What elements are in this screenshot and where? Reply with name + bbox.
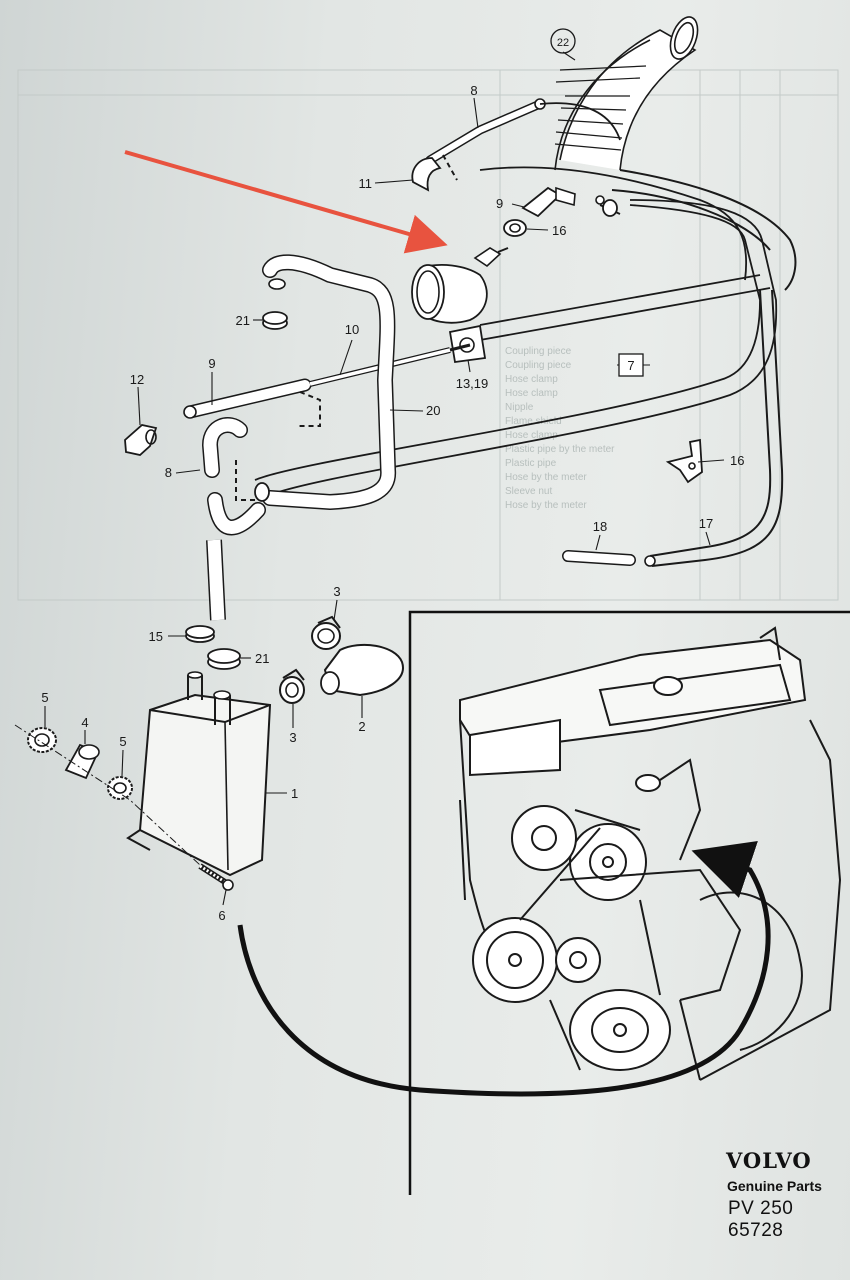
engine-illustration <box>459 626 842 1081</box>
volvo-logo-text: VOLVO <box>726 1148 812 1173</box>
bleed-text-line: Hose clamp <box>505 388 558 399</box>
callout-3-lower: 3 <box>289 730 296 745</box>
callout-21-lower: 21 <box>255 651 269 666</box>
pipe-11 <box>183 378 312 419</box>
hose-18 <box>649 289 784 567</box>
tee-fitting-9 <box>521 186 605 218</box>
hose-clamp-3-lower <box>279 668 305 704</box>
leader-lines <box>44 51 725 906</box>
callout-16-top: 16 <box>552 223 566 238</box>
sleeve-coupling <box>411 264 488 324</box>
bracket-17 <box>665 438 703 484</box>
bleed-text-line: Hose by the meter <box>505 500 587 511</box>
bleed-text-line: Plastic pipe <box>505 458 557 469</box>
ring-21-upper <box>262 311 288 330</box>
callout-12: 10 <box>345 322 359 337</box>
location-pointer-arrow <box>237 841 771 1097</box>
elbow-13-19 <box>411 157 442 192</box>
callout-11: 9 <box>208 356 215 371</box>
oil-trap-1 <box>126 671 272 877</box>
callout-8: 8 <box>165 465 172 480</box>
hose-19 <box>562 550 656 567</box>
callout-13-19: 11 <box>359 176 373 191</box>
clamp-15 <box>429 324 487 364</box>
callout-1: 1 <box>291 786 298 801</box>
callout-9: 9 <box>496 196 503 211</box>
red-annotation-arrow <box>124 150 448 254</box>
ring-21-lower <box>207 648 241 670</box>
background-table-grid <box>17 69 839 601</box>
callout-5-right: 5 <box>119 734 126 749</box>
callout-10: 8 <box>470 83 477 98</box>
bleed-text-line: Plastic pipe by the meter <box>505 444 615 455</box>
callout-circle-22 <box>550 28 576 54</box>
callout-6: 6 <box>218 908 225 923</box>
bleed-text-line: Hose by the meter <box>505 472 587 483</box>
callout-4: 4 <box>81 715 88 730</box>
elbow-14 <box>124 424 158 456</box>
bleed-text-line: Nipple <box>505 402 534 413</box>
document-number: PV 250 65728 <box>728 1198 794 1241</box>
callout-16-lower: 15 <box>149 629 163 644</box>
callout-22: 22 <box>557 37 569 49</box>
hose-20 <box>254 254 397 511</box>
grommet-16-lower <box>185 625 215 643</box>
washer-5-right <box>107 776 133 800</box>
bolt-6 <box>198 863 234 891</box>
genuine-parts-label: Genuine Parts <box>727 1178 822 1194</box>
grommet-16-top <box>503 219 527 237</box>
bleed-text-line: Hose clamp <box>505 430 558 441</box>
callout-21-top: 21 <box>236 313 250 328</box>
callout-19: 18 <box>593 519 607 534</box>
washer-5-left <box>27 727 57 753</box>
callout-3-upper: 3 <box>333 584 340 599</box>
pipe-10 <box>425 98 621 181</box>
bleed-text-line: Coupling piece <box>505 360 572 371</box>
pcv-nipple <box>473 247 509 268</box>
callout-18: 17 <box>699 516 713 531</box>
callout-box-7 <box>618 353 644 377</box>
bleed-text-line: Hose clamp <box>505 374 558 385</box>
callout-7: 7 <box>627 358 634 373</box>
hose-8 <box>201 417 266 621</box>
callout-17: 16 <box>730 453 744 468</box>
elbow-hose-2 <box>320 643 404 697</box>
callout-labels: 22 8 11 9 16 21 10 13,19 7 9 12 20 8 16 … <box>41 28 744 923</box>
bleed-text-line: Coupling piece <box>505 346 572 357</box>
callout-20: 20 <box>426 403 440 418</box>
callout-5-left: 5 <box>41 690 48 705</box>
corrugated-intake-hose-22 <box>554 16 797 291</box>
callout-14: 12 <box>130 372 144 387</box>
callout-2: 2 <box>358 719 365 734</box>
callout-15: 13,19 <box>456 376 489 391</box>
bushing-4 <box>64 743 100 780</box>
engine-inset-frame <box>408 610 850 1195</box>
hose-clamp-3-upper <box>311 615 341 650</box>
bleed-text-line: Sleeve nut <box>505 486 553 497</box>
